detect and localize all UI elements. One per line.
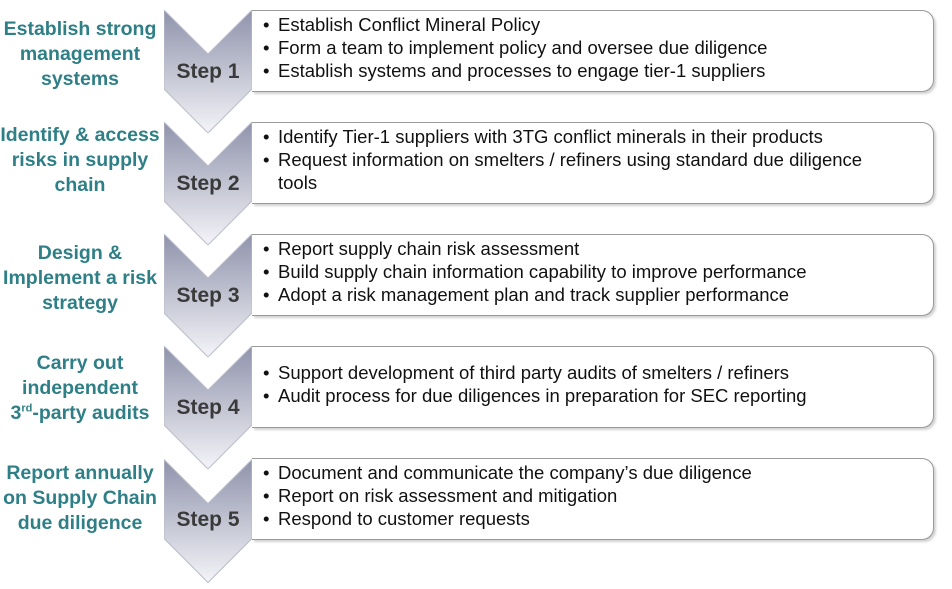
step-4-goal: Carry out independent 3rd-party audits xyxy=(0,351,160,426)
goal-line: management xyxy=(19,43,141,65)
goal-line: Implement a risk xyxy=(3,267,157,289)
goal-ordinal: 3 xyxy=(10,402,22,424)
goal-line: Design & xyxy=(37,242,123,264)
goal-line: chain xyxy=(54,174,106,196)
action-item: Report on risk assessment and mitigation xyxy=(263,484,933,507)
action-item: Request information on smelters / refine… xyxy=(263,148,878,194)
action-item: Establish Conflict Mineral Policy xyxy=(263,13,933,36)
step-1-label: Step 1 xyxy=(176,60,240,83)
step-5-goal: Report annually on Supply Chain due dili… xyxy=(0,461,160,536)
step-4-action-list: Support development of third party audit… xyxy=(252,347,933,407)
action-item: Identify Tier-1 suppliers with 3TG confl… xyxy=(263,125,933,148)
step-5-actions-box: Document and communicate the company’s d… xyxy=(252,458,934,540)
step-3-action-list: Report supply chain risk assessment Buil… xyxy=(252,235,933,306)
action-item: Establish systems and processes to engag… xyxy=(263,59,933,82)
action-item: Adopt a risk management plan and track s… xyxy=(263,283,933,306)
step-5-chevron xyxy=(164,458,252,584)
action-item: Respond to customer requests xyxy=(263,507,933,530)
goal-line: independent xyxy=(22,377,138,399)
goal-line: on Supply Chain xyxy=(3,487,157,509)
action-item: Form a team to implement policy and over… xyxy=(263,36,933,59)
step-1-actions-box: Establish Conflict Mineral Policy Form a… xyxy=(252,10,934,92)
step-4-actions-box: Support development of third party audit… xyxy=(252,346,934,428)
step-2-action-list: Identify Tier-1 suppliers with 3TG confl… xyxy=(252,123,933,194)
step-row-1: Establish strong management systems Step… xyxy=(0,0,952,133)
action-item: Document and communicate the company’s d… xyxy=(263,461,933,484)
action-item: Audit process for due diligences in prep… xyxy=(263,384,933,407)
step-2-actions-box: Identify Tier-1 suppliers with 3TG confl… xyxy=(252,122,934,204)
action-item: Report supply chain risk assessment xyxy=(263,237,933,260)
step-2-label: Step 2 xyxy=(176,172,240,195)
goal-line: Establish strong xyxy=(3,18,157,40)
step-row-4: Carry out independent 3rd-party audits S… xyxy=(0,336,952,469)
step-3-chevron xyxy=(164,234,252,357)
step-row-3: Design & Implement a risk strategy Step … xyxy=(0,224,952,357)
goal-line-rest: -party audits xyxy=(32,402,150,424)
step-4-label: Step 4 xyxy=(176,396,240,419)
goal-line: systems xyxy=(40,68,120,90)
action-item: Build supply chain information capabilit… xyxy=(263,260,933,283)
step-4-chevron xyxy=(164,346,252,469)
step-3-label: Step 3 xyxy=(176,284,240,307)
goal-ordinal-suffix: rd xyxy=(21,402,33,415)
goal-line: strategy xyxy=(42,292,118,314)
step-3-goal: Design & Implement a risk strategy xyxy=(0,241,160,316)
step-5-action-list: Document and communicate the company’s d… xyxy=(252,459,933,530)
step-row-2: Identify & access risks in supply chain … xyxy=(0,112,952,245)
goal-line: Identify & access xyxy=(0,124,160,146)
step-2-chevron xyxy=(164,122,252,245)
goal-line: Report annually xyxy=(6,462,154,484)
step-2-goal: Identify & access risks in supply chain xyxy=(0,123,160,198)
goal-line: Carry out xyxy=(36,352,124,374)
step-3-actions-box: Report supply chain risk assessment Buil… xyxy=(252,234,934,316)
goal-line: due diligence xyxy=(17,512,143,534)
goal-line: risks in supply xyxy=(11,149,149,171)
step-1-goal: Establish strong management systems xyxy=(0,17,160,92)
goal-line: 3rd-party audits xyxy=(0,401,160,426)
step-row-5: Report annually on Supply Chain due dili… xyxy=(0,448,952,584)
step-1-action-list: Establish Conflict Mineral Policy Form a… xyxy=(252,11,933,82)
step-1-chevron xyxy=(164,10,252,133)
step-5-label: Step 5 xyxy=(176,508,240,531)
action-item: Support development of third party audit… xyxy=(263,361,933,384)
